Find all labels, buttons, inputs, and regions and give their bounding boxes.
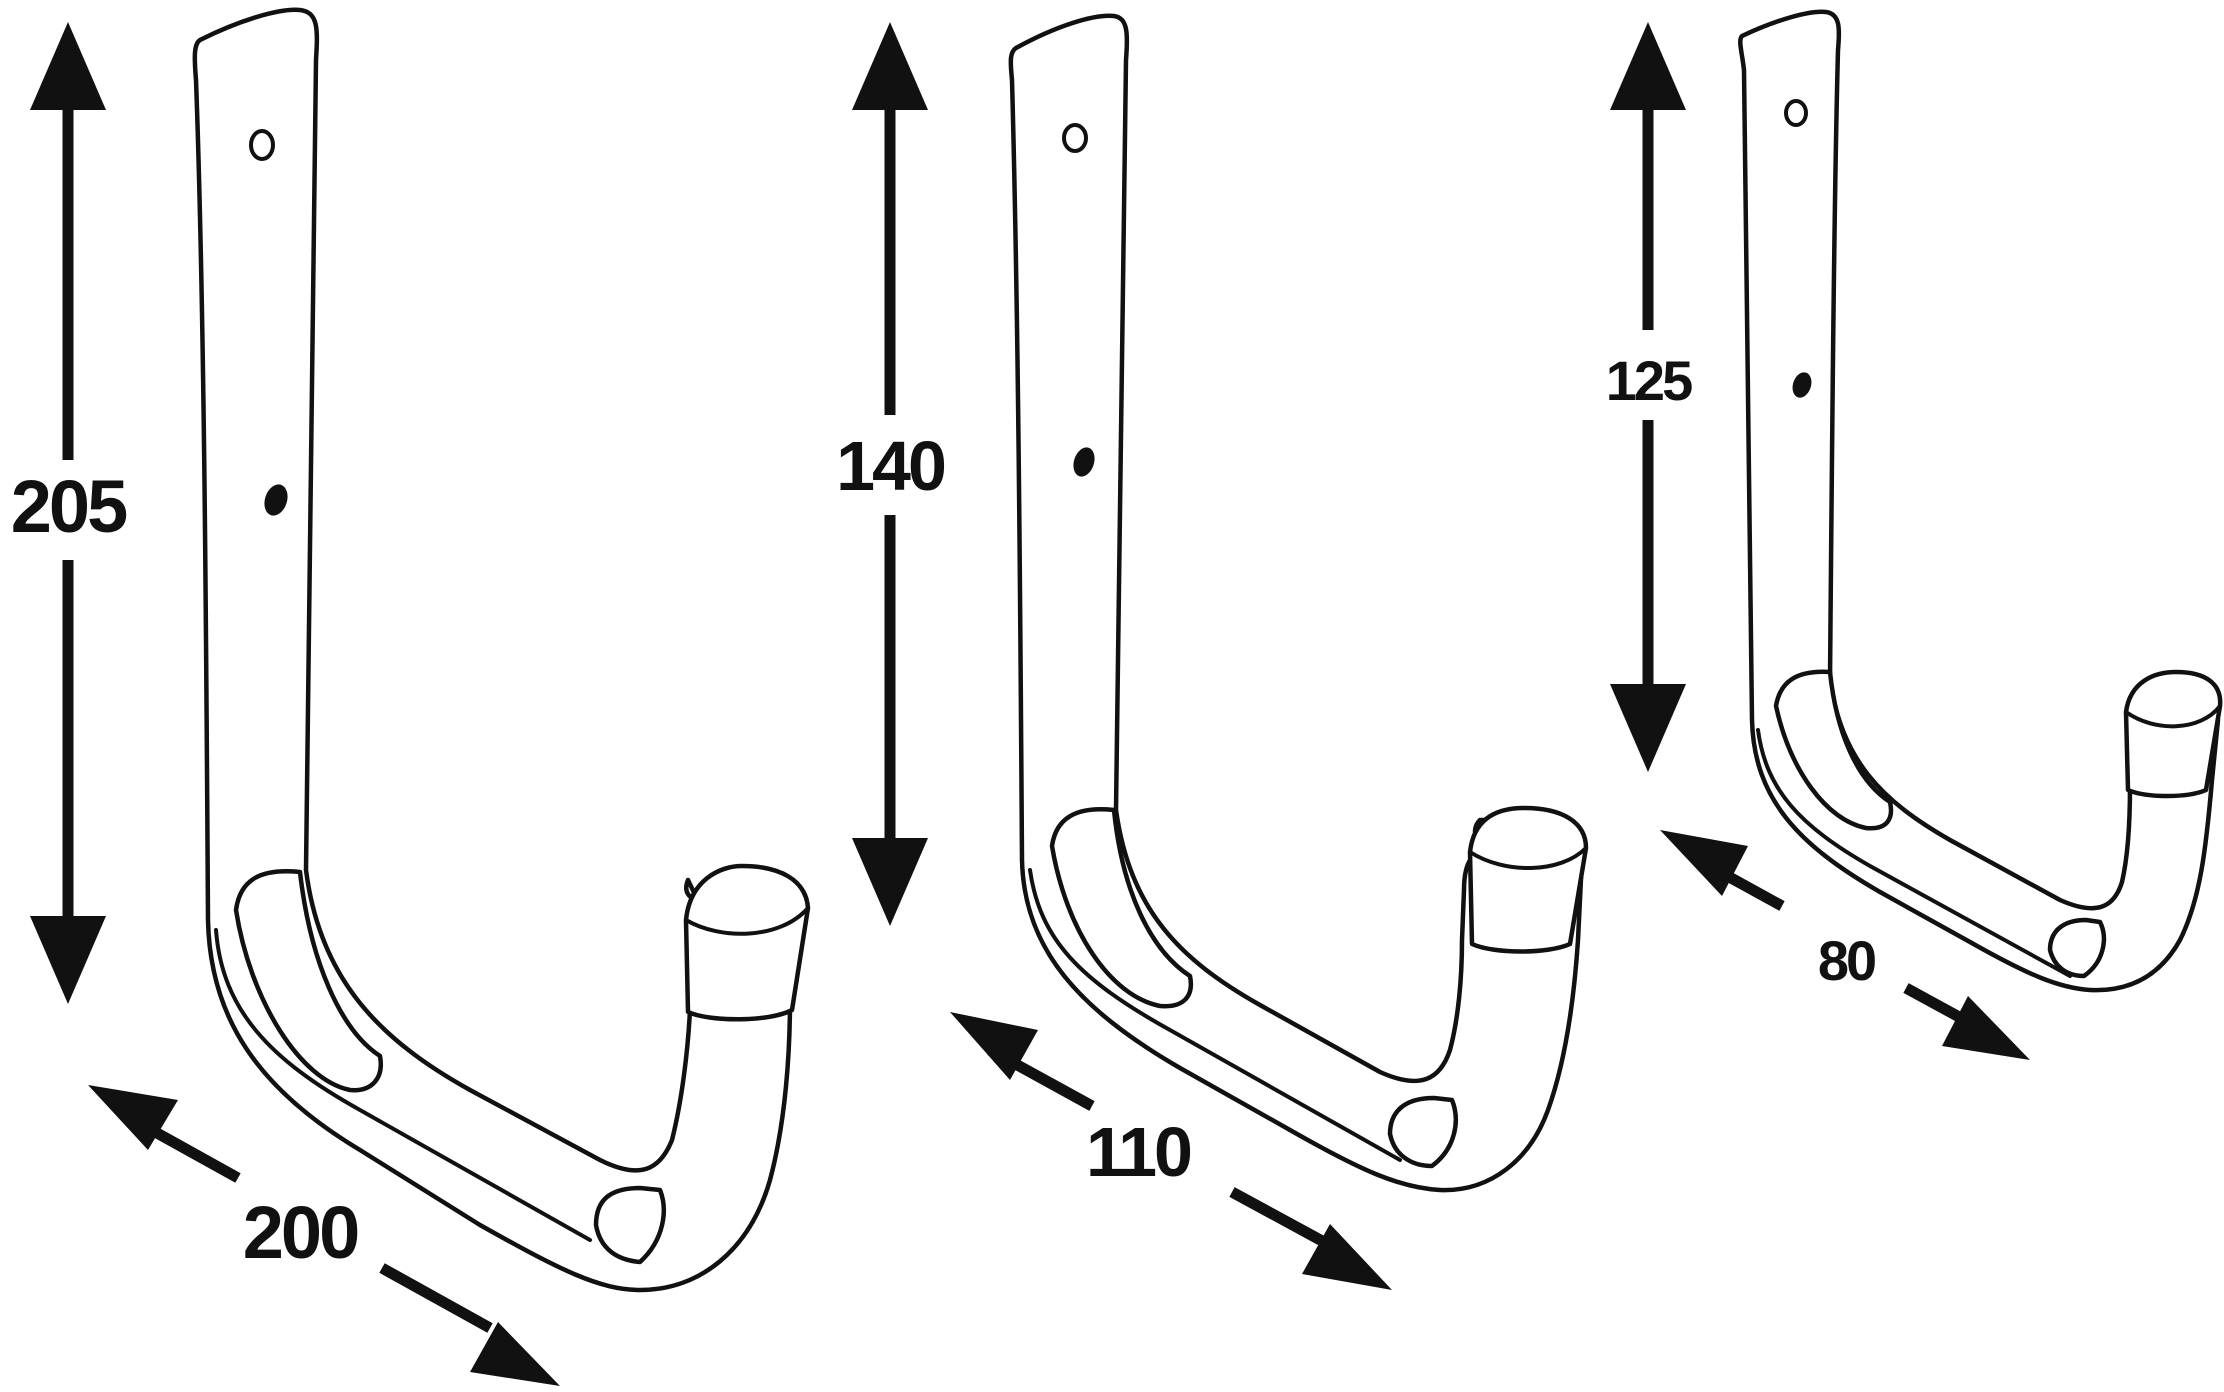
dimension-small-height: 125 — [1606, 22, 1695, 772]
hook-small-tip-cap — [2123, 669, 2223, 799]
dimension-label: 140 — [836, 427, 945, 505]
hook-medium — [1008, 13, 1589, 1193]
hook-small-socket-left — [1773, 669, 1894, 831]
hook-small-body — [1738, 9, 2221, 993]
hook-medium-body — [1008, 13, 1585, 1193]
arrow-head-down-icon — [1610, 684, 1686, 772]
dimension-large-depth: 200 — [88, 1085, 560, 1386]
dimension-label: 200 — [243, 1191, 358, 1274]
hook-medium-hole-top — [1062, 123, 1088, 153]
hook-large-hole-middle — [264, 484, 288, 516]
hook-small-socket-right — [2047, 917, 2107, 979]
arrow-head-right-icon — [1942, 996, 2030, 1060]
hook-large-tip-cap-top — [684, 906, 810, 936]
arrow-head-right-icon — [470, 1322, 560, 1386]
hook-medium-socket-left — [1049, 807, 1194, 1009]
dimension-label: 110 — [1086, 1113, 1191, 1191]
arrow-head-up-icon — [30, 22, 106, 110]
arrow-shaft — [379, 1263, 493, 1333]
hook-medium-tip-cap — [1467, 805, 1589, 954]
arrow-head-left-icon — [88, 1085, 178, 1150]
hook-small-hole-middle — [1792, 372, 1812, 398]
arrow-head-up-icon — [852, 22, 928, 110]
arrow-shaft — [1229, 1187, 1327, 1247]
hook-medium-base-seam — [1028, 868, 1402, 1162]
hook-medium-tip-cap-top — [1468, 846, 1588, 870]
arrow-head-right-icon — [1302, 1224, 1392, 1290]
hook-medium-hole-middle — [1073, 447, 1095, 477]
dimension-label: 80 — [1818, 929, 1875, 992]
dimension-label: 125 — [1606, 349, 1692, 412]
hook-large-socket-right — [593, 1185, 666, 1265]
dimension-label: 205 — [11, 465, 127, 548]
dimension-small-depth: 80 — [1660, 830, 2030, 1060]
arrow-head-down-icon — [852, 838, 928, 926]
hook-large — [192, 7, 811, 1293]
arrow-head-left-icon — [950, 1012, 1038, 1080]
dimension-medium-depth: 110 — [950, 1012, 1392, 1290]
hook-large-socket-left — [233, 869, 384, 1093]
arrow-head-down-icon — [30, 916, 106, 1004]
hook-large-body — [192, 7, 793, 1293]
hook-large-hole-top — [249, 129, 275, 161]
arrow-head-left-icon — [1660, 830, 1748, 896]
hook-medium-socket-right — [1387, 1095, 1458, 1169]
hook-small-base-seam — [1756, 728, 2072, 978]
dimension-medium-height: 140 — [836, 22, 948, 926]
arrow-head-up-icon — [1610, 22, 1686, 110]
dimension-large-height: 205 — [11, 22, 130, 1004]
hook-small — [1738, 9, 2223, 993]
hook-large-base-seam — [214, 928, 592, 1242]
hook-small-hole-top — [1784, 99, 1808, 127]
hook-small-tip-cap-top — [2124, 704, 2222, 729]
hook-large-tip-cap — [683, 863, 811, 1022]
